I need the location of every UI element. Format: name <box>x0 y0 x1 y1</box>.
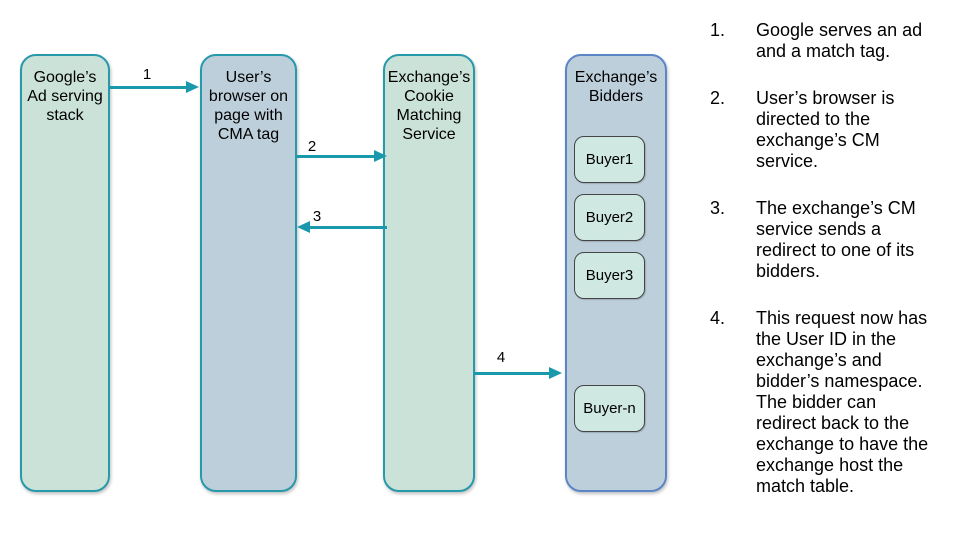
arrow-4-line <box>474 372 549 375</box>
arrow-2-line <box>297 155 374 158</box>
step-text: User’s browser is directed to the exchan… <box>756 88 895 171</box>
arrow-4-head-icon <box>549 367 562 379</box>
node-label-browser: User’s browser on page with CMA tag <box>208 69 289 143</box>
arrow-1-label: 1 <box>142 66 152 83</box>
steps-list: 1. Google serves an ad and a match tag. … <box>710 20 958 523</box>
arrow-2-head-icon <box>374 150 387 162</box>
node-label-cm-service: Exchange’s Cookie Matching Service <box>387 69 471 143</box>
step-item-2: 2. User’s browser is directed to the exc… <box>710 88 958 172</box>
buyer-chip-3: Buyer3 <box>574 252 645 299</box>
step-item-1: 1. Google serves an ad and a match tag. <box>710 20 958 62</box>
step-number: 4. <box>710 308 726 328</box>
arrow-1-head-icon <box>186 81 199 93</box>
arrow-3-head-icon <box>297 221 310 233</box>
node-cookie-matching-service: Exchange’s Cookie Matching Service <box>383 54 475 492</box>
step-text: This request now has the User ID in the … <box>756 308 929 496</box>
buyer-chip-1: Buyer1 <box>574 136 645 183</box>
buyer-chip-2: Buyer2 <box>574 194 645 241</box>
step-text: Google serves an ad and a match tag. <box>756 20 923 61</box>
step-item-3: 3. The exchange’s CM service sends a red… <box>710 198 958 282</box>
buyer-chip-label: Buyer3 <box>585 267 634 284</box>
step-item-4: 4. This request now has the User ID in t… <box>710 308 958 497</box>
step-number: 3. <box>710 198 726 218</box>
buyer-chip-n: Buyer-n <box>574 385 645 432</box>
arrow-2-label: 2 <box>307 138 317 155</box>
buyer-chip-label: Buyer-n <box>583 400 636 417</box>
arrow-4-label: 4 <box>496 349 506 366</box>
step-text: The exchange’s CM service sends a redire… <box>756 198 916 281</box>
step-number: 2. <box>710 88 726 108</box>
node-users-browser: User’s browser on page with CMA tag <box>200 54 297 492</box>
node-label-google: Google’s Ad serving stack <box>27 69 103 124</box>
step-number: 1. <box>710 20 726 40</box>
node-exchanges-bidders: Exchange’s Bidders Buyer1 Buyer2 Buyer3 … <box>565 54 667 492</box>
node-label-bidders: Exchange’s Bidders <box>574 69 658 105</box>
buyer-chip-label: Buyer2 <box>585 209 634 226</box>
arrow-1-line <box>109 86 186 89</box>
node-google-ad-serving-stack: Google’s Ad serving stack <box>20 54 110 492</box>
buyer-chip-label: Buyer1 <box>585 151 634 168</box>
arrow-3-line <box>310 226 387 229</box>
arrow-3-label: 3 <box>312 208 322 225</box>
